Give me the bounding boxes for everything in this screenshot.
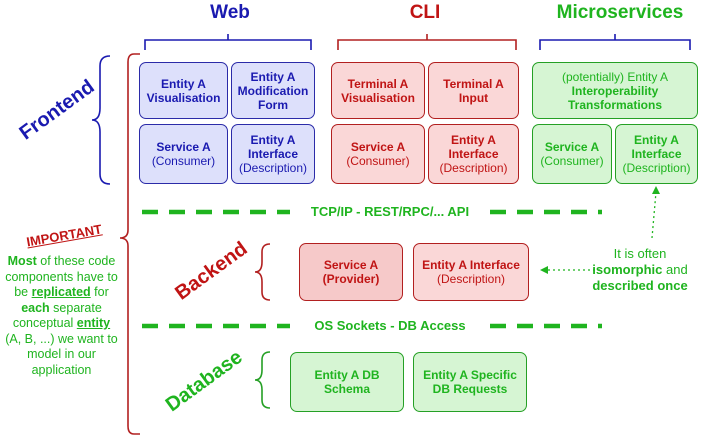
backend-service-box: Service A (Provider)	[299, 243, 403, 301]
backend-service-title: Service A	[323, 258, 379, 272]
web-interface-box: Entity A Interface (Description)	[231, 124, 315, 184]
database-requests-title: Entity A Specific DB Requests	[423, 368, 517, 396]
web-service-subtitle: (Consumer)	[151, 154, 216, 168]
important-t3: separate conceptual	[12, 300, 102, 331]
isomorphic-note-bold2: described once	[592, 278, 688, 293]
microservices-service-box: Service A (Consumer)	[532, 124, 612, 184]
cli-input-box: Terminal A Input	[428, 62, 519, 119]
web-visualisation-box: Entity A Visualisation	[139, 62, 228, 119]
microservices-transformations-prefix: (potentially) Entity A	[561, 69, 669, 84]
isomorphic-note-mid: and	[662, 262, 688, 277]
brace-frontend	[91, 55, 111, 185]
important-t4: (A, B, ...) we want to model in our appl…	[5, 331, 118, 377]
database-requests-box: Entity A Specific DB Requests	[413, 352, 527, 412]
cli-service-subtitle: (Consumer)	[346, 154, 410, 168]
web-interface-subtitle: (Description)	[238, 161, 307, 175]
isomorphic-note-bold1: isomorphic	[592, 262, 663, 277]
web-modification-form-title: Entity A Modification Form	[237, 69, 309, 112]
brace-database	[254, 351, 271, 409]
brace-cli	[337, 34, 517, 50]
important-most: Most	[7, 254, 37, 268]
microservices-transformations-box: (potentially) Entity A Interoperability …	[532, 62, 698, 119]
important-t1: of these code components have to be	[5, 254, 118, 299]
database-schema-box: Entity A DB Schema	[290, 352, 404, 412]
database-schema-title: Entity A DB Schema	[314, 368, 380, 396]
db-access-label: OS Sockets - DB Access	[314, 318, 466, 333]
cli-visualisation-box: Terminal A Visualisation	[331, 62, 425, 119]
backend-service-subtitle: (Provider)	[322, 272, 380, 286]
column-title-microservices: Microservices	[556, 2, 684, 23]
microservices-service-title: Service A	[544, 140, 600, 154]
arrow-up-head	[652, 186, 660, 194]
cli-interface-title: Entity A Interface	[448, 133, 499, 161]
web-visualisation-title: Entity A Visualisation	[146, 76, 221, 105]
isomorphic-note: It is often isomorphic and described onc…	[577, 246, 703, 294]
cli-interface-box: Entity A Interface (Description)	[428, 124, 519, 184]
microservices-interface-box: Entity A Interface (Description)	[615, 124, 698, 184]
important-replicated: replicated	[31, 285, 91, 299]
brace-microservices	[539, 34, 691, 50]
important-entity: entity	[76, 316, 111, 330]
web-modification-form-box: Entity A Modification Form	[231, 62, 315, 119]
cli-interface-subtitle: (Description)	[439, 161, 508, 175]
isomorphic-note-line1: It is often	[613, 246, 667, 261]
cli-service-title: Service A	[350, 140, 406, 154]
web-service-title: Service A	[156, 140, 211, 154]
web-service-box: Service A (Consumer)	[139, 124, 228, 184]
backend-interface-subtitle: (Description)	[436, 272, 505, 286]
brace-important	[119, 53, 140, 435]
backend-interface-title: Entity A Interface	[422, 258, 520, 272]
microservices-service-subtitle: (Consumer)	[540, 154, 604, 168]
column-title-web: Web	[210, 2, 250, 23]
column-title-cli: CLI	[409, 2, 441, 23]
backend-interface-box: Entity A Interface (Description)	[413, 243, 529, 301]
cli-service-box: Service A (Consumer)	[331, 124, 425, 184]
important-each: each	[21, 300, 50, 315]
cli-visualisation-title: Terminal A Visualisation	[341, 76, 415, 105]
important-note: Most of these code components have to be…	[4, 254, 119, 378]
microservices-transformations-title: Interoperability Transformations	[567, 83, 663, 112]
cli-input-title: Terminal A Input	[443, 76, 504, 105]
important-t2: for	[90, 285, 109, 299]
arrow-up-line	[651, 191, 657, 239]
brace-backend	[254, 243, 271, 301]
microservices-interface-title: Entity A Interface	[631, 133, 682, 161]
microservices-interface-subtitle: (Description)	[622, 161, 691, 175]
api-label: TCP/IP - REST/RPC/... API	[310, 204, 470, 219]
web-interface-title: Entity A Interface	[247, 133, 299, 161]
arrow-left-head	[540, 266, 548, 274]
brace-web	[144, 34, 312, 50]
